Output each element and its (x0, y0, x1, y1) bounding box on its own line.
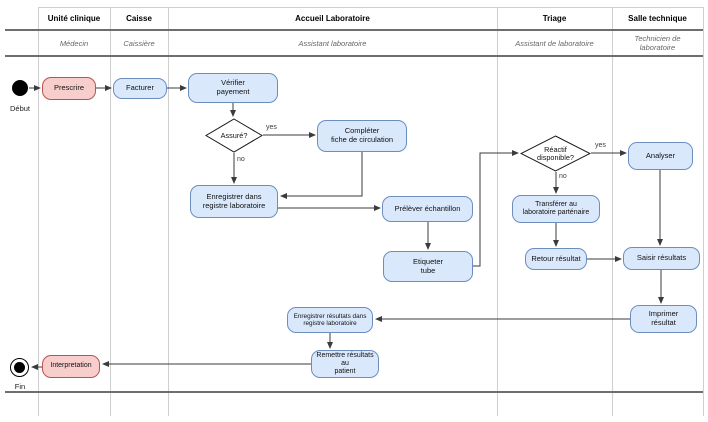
node-prescrire[interactable]: Prescrire (42, 77, 96, 100)
decision-reactif-disponible[interactable]: Réactif disponible? (520, 135, 591, 172)
node-facturer[interactable]: Facturer (113, 78, 167, 99)
lane-role-assistant-laboratoire: Assistant laboratoire (298, 38, 367, 48)
lane-title-caisse[interactable]: Caisse (126, 13, 152, 23)
table-right-border (703, 7, 704, 416)
node-imprimer-resultat[interactable]: Imprimer résultat (630, 305, 697, 333)
node-analyser[interactable]: Analyser (628, 142, 693, 170)
node-transferer-laboratoire[interactable]: Transférer au laboratoire parténaire (512, 195, 600, 223)
lane-divider (497, 7, 498, 416)
node-enregistrer-resultats[interactable]: Enregistrer résultats dans registre labo… (287, 307, 373, 333)
branch-label-reactif-no: no (559, 173, 567, 180)
node-remettre-resultats[interactable]: Remettre résultats au patient (311, 350, 379, 378)
lane-role-medecin: Médecin (59, 38, 89, 48)
lane-title-accueil-laboratoire[interactable]: Accueil Laboratoire (295, 13, 370, 23)
start-node[interactable] (12, 80, 28, 96)
node-saisir-resultats[interactable]: Saisir résultats (623, 247, 700, 270)
node-prelever-echantillon[interactable]: Prélèver échantillon (382, 196, 473, 222)
lane-role-assistant-de-laboratoire: Assistant de laboratoire (515, 38, 594, 48)
lane-role-technicien: Technicien de laboratoire (634, 34, 681, 52)
lane-title-triage[interactable]: Triage (542, 13, 567, 23)
lane-title-salle-technique[interactable]: Salle technique (628, 13, 687, 23)
node-interpretation[interactable]: Interpretation (42, 355, 100, 378)
node-verifier-payement[interactable]: Vérifier payement (188, 73, 278, 103)
node-retour-resultat[interactable]: Retour résultat (525, 248, 587, 270)
lane-title-unite-clinique[interactable]: Unité clinique (47, 13, 101, 23)
table-bottom-border (5, 391, 703, 393)
header-divider (5, 29, 703, 31)
end-node-inner-dot (14, 362, 25, 373)
diamond-shape (205, 118, 263, 153)
branch-label-assure-yes: yes (266, 124, 277, 131)
start-node-label: Début (9, 104, 30, 113)
edge-completer-enregistrer (280, 152, 363, 199)
lane-divider (168, 7, 169, 416)
lane-divider (612, 7, 613, 416)
node-completer-fiche[interactable]: Compléter fiche de circulation (317, 120, 407, 152)
decision-assure[interactable]: Assuré? (205, 118, 263, 153)
node-enregistrer-registre[interactable]: Enregistrer dans registre laboratoire (190, 185, 278, 218)
lane-role-caissiere: Caissière (123, 38, 155, 48)
decision-assure-label: Assuré? (220, 130, 248, 140)
node-etiqueter-tube[interactable]: Etiqueter tube (383, 251, 473, 282)
decision-reactif-label: Réactif disponible? (537, 144, 574, 162)
table-top-border (38, 7, 703, 8)
branch-label-assure-no: no (237, 156, 245, 163)
end-node-label: Fin (14, 382, 26, 391)
branch-label-reactif-yes: yes (595, 142, 606, 149)
role-divider (5, 55, 703, 57)
lane-divider (110, 7, 111, 416)
lane-divider (38, 7, 39, 416)
diamond-shape (520, 135, 591, 172)
